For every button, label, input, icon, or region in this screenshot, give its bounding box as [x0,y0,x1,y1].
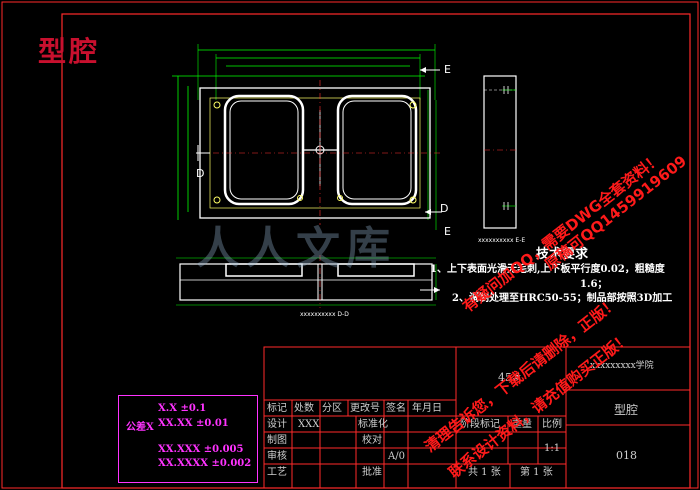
header-date: 年月日 [412,403,442,414]
designer-name: XXX [298,419,320,430]
scale-value: 1:1 [544,443,561,454]
tech-req-heading: 技术要求 [536,247,589,262]
header-mark: 标记 [267,403,287,414]
stage-mark-label: 阶段标记 [460,419,500,430]
tolerance-label: 公差X [126,422,154,433]
section-label-e: E [444,63,451,76]
tech-req-line1: 1、上下表面光滑无毛刺,上下板平行度0.02，粗糙度 [430,264,665,275]
tech-req-line1b: 1.6； [580,279,608,290]
drawing-title: 型腔 [38,35,101,68]
section-label-d-left: D [196,167,205,180]
view-caption-dd: xxxxxxxxxx D-D [300,311,349,318]
tolerance-box [118,395,258,483]
part-name: 型腔 [614,403,639,417]
scale-label: 比例 [542,419,562,430]
plan-view [172,44,442,230]
view-caption-ee: xxxxxxxxxx E-E [478,237,526,244]
row-process: 工艺 [267,467,287,478]
front-section [176,255,440,308]
logo-watermark: 人人文库 [196,223,396,274]
tech-req-line2: 2、调制处理至HRC50-55；制品部按照3D加工 [452,293,673,304]
section-label-e-right: E [444,225,451,238]
standardize-label: 标准化 [358,419,388,430]
material: 45# [498,371,522,384]
header-change-no: 更改号 [350,403,380,414]
header-zone: 分区 [322,403,342,414]
side-view [483,75,517,229]
header-signature: 签名 [386,403,406,414]
section-label-d-right: D [440,202,449,215]
weight-label: 重量 [512,419,532,430]
proofread-label: 校对 [362,435,382,446]
row-review: 审核 [267,451,287,462]
header-count: 处数 [294,403,314,414]
tolerance-row-2: XX.XX ±0.01 [158,418,229,429]
version-value: A/0 [388,451,405,462]
title-block-grid [263,346,691,489]
tolerance-row-1: X.X ±0.1 [158,403,207,414]
row-design: 设计 [267,419,287,430]
row-draw: 制图 [267,435,287,446]
tolerance-row-3: XX.XXX ±0.005 [158,444,244,455]
school-name: xxxxxxxxx学院 [590,361,654,371]
sheet-number: 第 1 张 [520,467,553,478]
drawing-number: 018 [616,449,637,462]
total-sheets: 共 1 张 [468,467,501,478]
tolerance-row-4: XX.XXXX ±0.002 [158,458,252,469]
approve-label: 批准 [362,467,382,478]
